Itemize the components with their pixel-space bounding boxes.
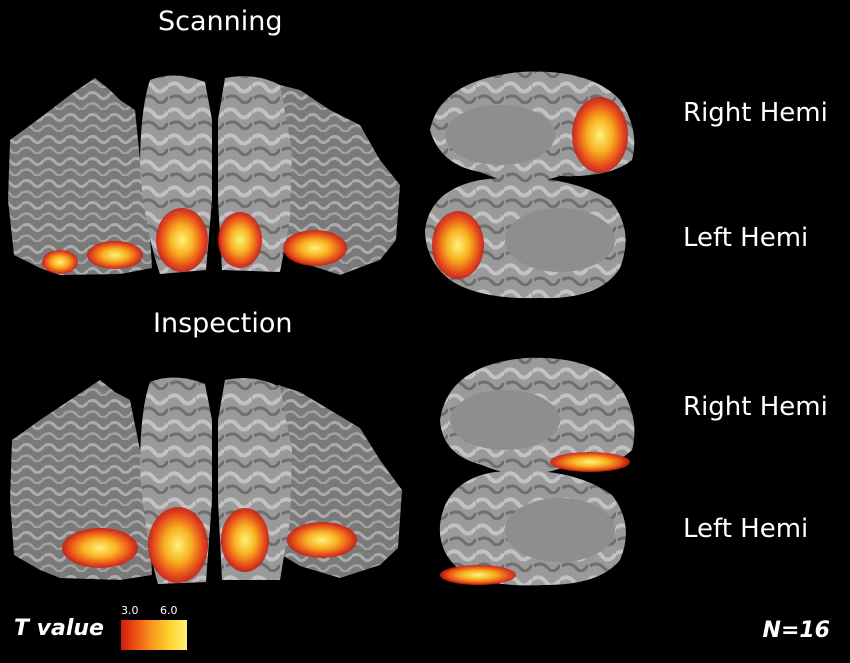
activation-blob (287, 522, 357, 558)
right-medial-wall (450, 390, 560, 450)
activation-blob (156, 208, 208, 272)
legend-title: T value (14, 616, 104, 641)
activation-blob (283, 230, 347, 266)
inspection-flat-map (10, 377, 402, 584)
sample-size: N=16 (762, 618, 830, 643)
left-medial-wall (505, 208, 615, 272)
panel-title-inspection: Inspection (153, 308, 293, 339)
color-scale-bar (121, 620, 187, 650)
activation-blob (218, 212, 262, 268)
activation-blob (42, 250, 78, 274)
hemi-label-left: Left Hemi (683, 514, 809, 544)
activation-blob (550, 452, 630, 472)
scanning-flat-map (8, 75, 400, 275)
hemi-label-right: Right Hemi (683, 98, 828, 128)
activation-blob (572, 97, 628, 173)
hemi-label-right: Right Hemi (683, 392, 828, 422)
activation-blob (148, 507, 208, 583)
legend-min-label: 3.0 (121, 604, 139, 617)
activation-blob (221, 508, 269, 572)
left-medial-wall (505, 498, 615, 562)
activation-blob (62, 528, 138, 568)
activation-blob (87, 241, 143, 269)
right-medial-wall (445, 105, 555, 165)
left-flat-cortex (8, 78, 152, 275)
activation-blob (440, 565, 516, 585)
inspection-medial-views (439, 357, 635, 586)
hemi-label-left: Left Hemi (683, 223, 809, 253)
scanning-medial-views (425, 71, 635, 299)
activation-blob (432, 211, 484, 279)
legend-max-label: 6.0 (160, 604, 178, 617)
right-flat-cortex (280, 85, 400, 275)
panel-title-scanning: Scanning (158, 6, 283, 37)
